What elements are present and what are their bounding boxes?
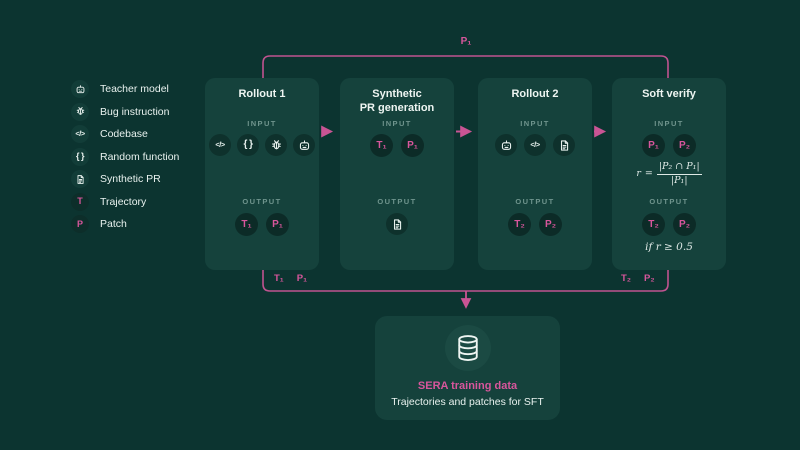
legend-label: Random function xyxy=(100,150,180,163)
bottom-right-flow-labels: T₂ P₂ xyxy=(621,273,655,284)
card-title: Rollout 1 xyxy=(238,88,286,100)
legend-label: Patch xyxy=(100,218,127,230)
bottom-bracket-line xyxy=(262,270,669,292)
robot-icon xyxy=(495,134,517,156)
chip-t1: T₁ xyxy=(235,213,258,236)
legend-item-bug-instruction: Bug instruction xyxy=(71,102,179,121)
formula-fraction: |P₂ ∩ P₁| |P₁| xyxy=(656,161,702,187)
code-icon: </> xyxy=(71,125,89,143)
output-icons-row xyxy=(340,213,454,235)
legend-item-codebase: </> Codebase xyxy=(71,125,179,143)
document-icon xyxy=(71,170,89,188)
code-icon: </> xyxy=(209,134,231,156)
braces-icon: { } xyxy=(237,134,259,156)
input-icons-row: </> { } xyxy=(205,134,319,156)
input-label: INPUT xyxy=(520,119,550,128)
code-glyph: </> xyxy=(75,129,85,139)
legend-item-teacher-model: Teacher model xyxy=(71,80,179,98)
legend-item-patch: P Patch xyxy=(71,215,179,233)
chip-p2: P₂ xyxy=(673,213,696,236)
top-bracket-line xyxy=(262,55,669,80)
chip-p2: P₂ xyxy=(673,134,696,157)
output-label: OUTPUT xyxy=(377,197,417,206)
document-icon xyxy=(386,213,408,235)
card-title: Synthetic PR generation xyxy=(359,88,435,115)
robot-icon xyxy=(71,80,89,98)
legend: Teacher model Bug instruction </> Codeba… xyxy=(71,80,179,233)
output-label: OUTPUT xyxy=(242,197,282,206)
label-t1: T₁ xyxy=(274,273,284,284)
input-label: INPUT xyxy=(247,119,277,128)
label-t2: T₂ xyxy=(621,273,632,284)
threshold-condition: if r ≥ 0.5 xyxy=(645,241,693,253)
chip-t2: T₂ xyxy=(508,213,531,236)
output-chips-row: T₁ P₁ xyxy=(205,213,319,236)
braces-glyph: { } xyxy=(75,151,85,161)
chip-p2: P₂ xyxy=(539,213,562,236)
document-icon xyxy=(553,134,575,156)
input-chips-row: T₁ P₁ xyxy=(340,134,454,157)
formula-numerator: |P₂ ∩ P₁| xyxy=(656,161,702,175)
chip-t1: T₁ xyxy=(370,134,393,157)
chip-p1: P₁ xyxy=(401,134,424,157)
label-p1: P₁ xyxy=(296,273,307,284)
legend-label: Trajectory xyxy=(100,195,147,208)
card-title: Rollout 2 xyxy=(511,88,559,100)
input-label: INPUT xyxy=(382,119,412,128)
input-label: INPUT xyxy=(654,119,684,128)
card-title: Soft verify xyxy=(642,88,696,100)
result-box-sera-training-data: SERA training data Trajectories and patc… xyxy=(375,316,560,420)
input-chips-row: P₁ P₂ xyxy=(612,134,726,157)
legend-item-synthetic-pr: Synthetic PR xyxy=(71,170,179,188)
chip-p1: P₁ xyxy=(642,134,665,157)
label-p2: P₂ xyxy=(644,273,655,284)
result-subtitle: Trajectories and patches for SFT xyxy=(391,396,544,408)
legend-item-random-function: { } Random function xyxy=(71,147,180,166)
output-label: OUTPUT xyxy=(649,197,689,206)
formula-denominator: |P₁| xyxy=(670,174,688,186)
chip-p1: P₁ xyxy=(266,213,289,236)
chip-t2: T₂ xyxy=(642,213,665,236)
card-soft-verify: Soft verify INPUT P₁ P₂ r = |P₂ ∩ P₁| |P… xyxy=(612,78,726,270)
card-rollout-1: Rollout 1 INPUT </> { } OUTPUT T₁ P₁ xyxy=(205,78,319,270)
legend-label: Codebase xyxy=(100,128,148,140)
patch-glyph: P xyxy=(76,218,83,229)
ratio-formula: r = |P₂ ∩ P₁| |P₁| xyxy=(612,161,726,187)
legend-label: Bug instruction xyxy=(100,105,170,118)
input-icons-row: </> xyxy=(478,134,592,156)
bug-icon xyxy=(71,102,89,121)
legend-label: Teacher model xyxy=(100,83,169,95)
card-rollout-2: Rollout 2 INPUT </> OUTPUT T₂ P₂ xyxy=(478,78,592,270)
legend-label: Synthetic PR xyxy=(100,173,161,185)
output-label: OUTPUT xyxy=(515,197,555,206)
bug-icon xyxy=(265,134,287,156)
output-chips-row: T₂ P₂ xyxy=(478,213,592,236)
legend-item-trajectory: T Trajectory xyxy=(71,192,179,211)
trajectory-glyph: T xyxy=(77,196,83,206)
braces-icon: { } xyxy=(71,147,89,166)
code-icon: </> xyxy=(524,134,546,156)
output-chips-row: T₂ P₂ xyxy=(612,213,726,236)
result-title: SERA training data xyxy=(417,380,518,392)
database-icon xyxy=(444,325,491,371)
formula-var: r xyxy=(636,168,641,180)
card-synthetic-pr-generation: Synthetic PR generation INPUT T₁ P₁ OUTP… xyxy=(340,78,454,270)
patch-icon: P xyxy=(71,215,89,233)
trajectory-icon: T xyxy=(71,192,89,211)
formula-eq: = xyxy=(644,168,653,180)
robot-icon xyxy=(293,134,315,156)
top-flow-label: P₁ xyxy=(460,36,472,47)
bottom-left-flow-labels: T₁ P₁ xyxy=(274,273,307,284)
